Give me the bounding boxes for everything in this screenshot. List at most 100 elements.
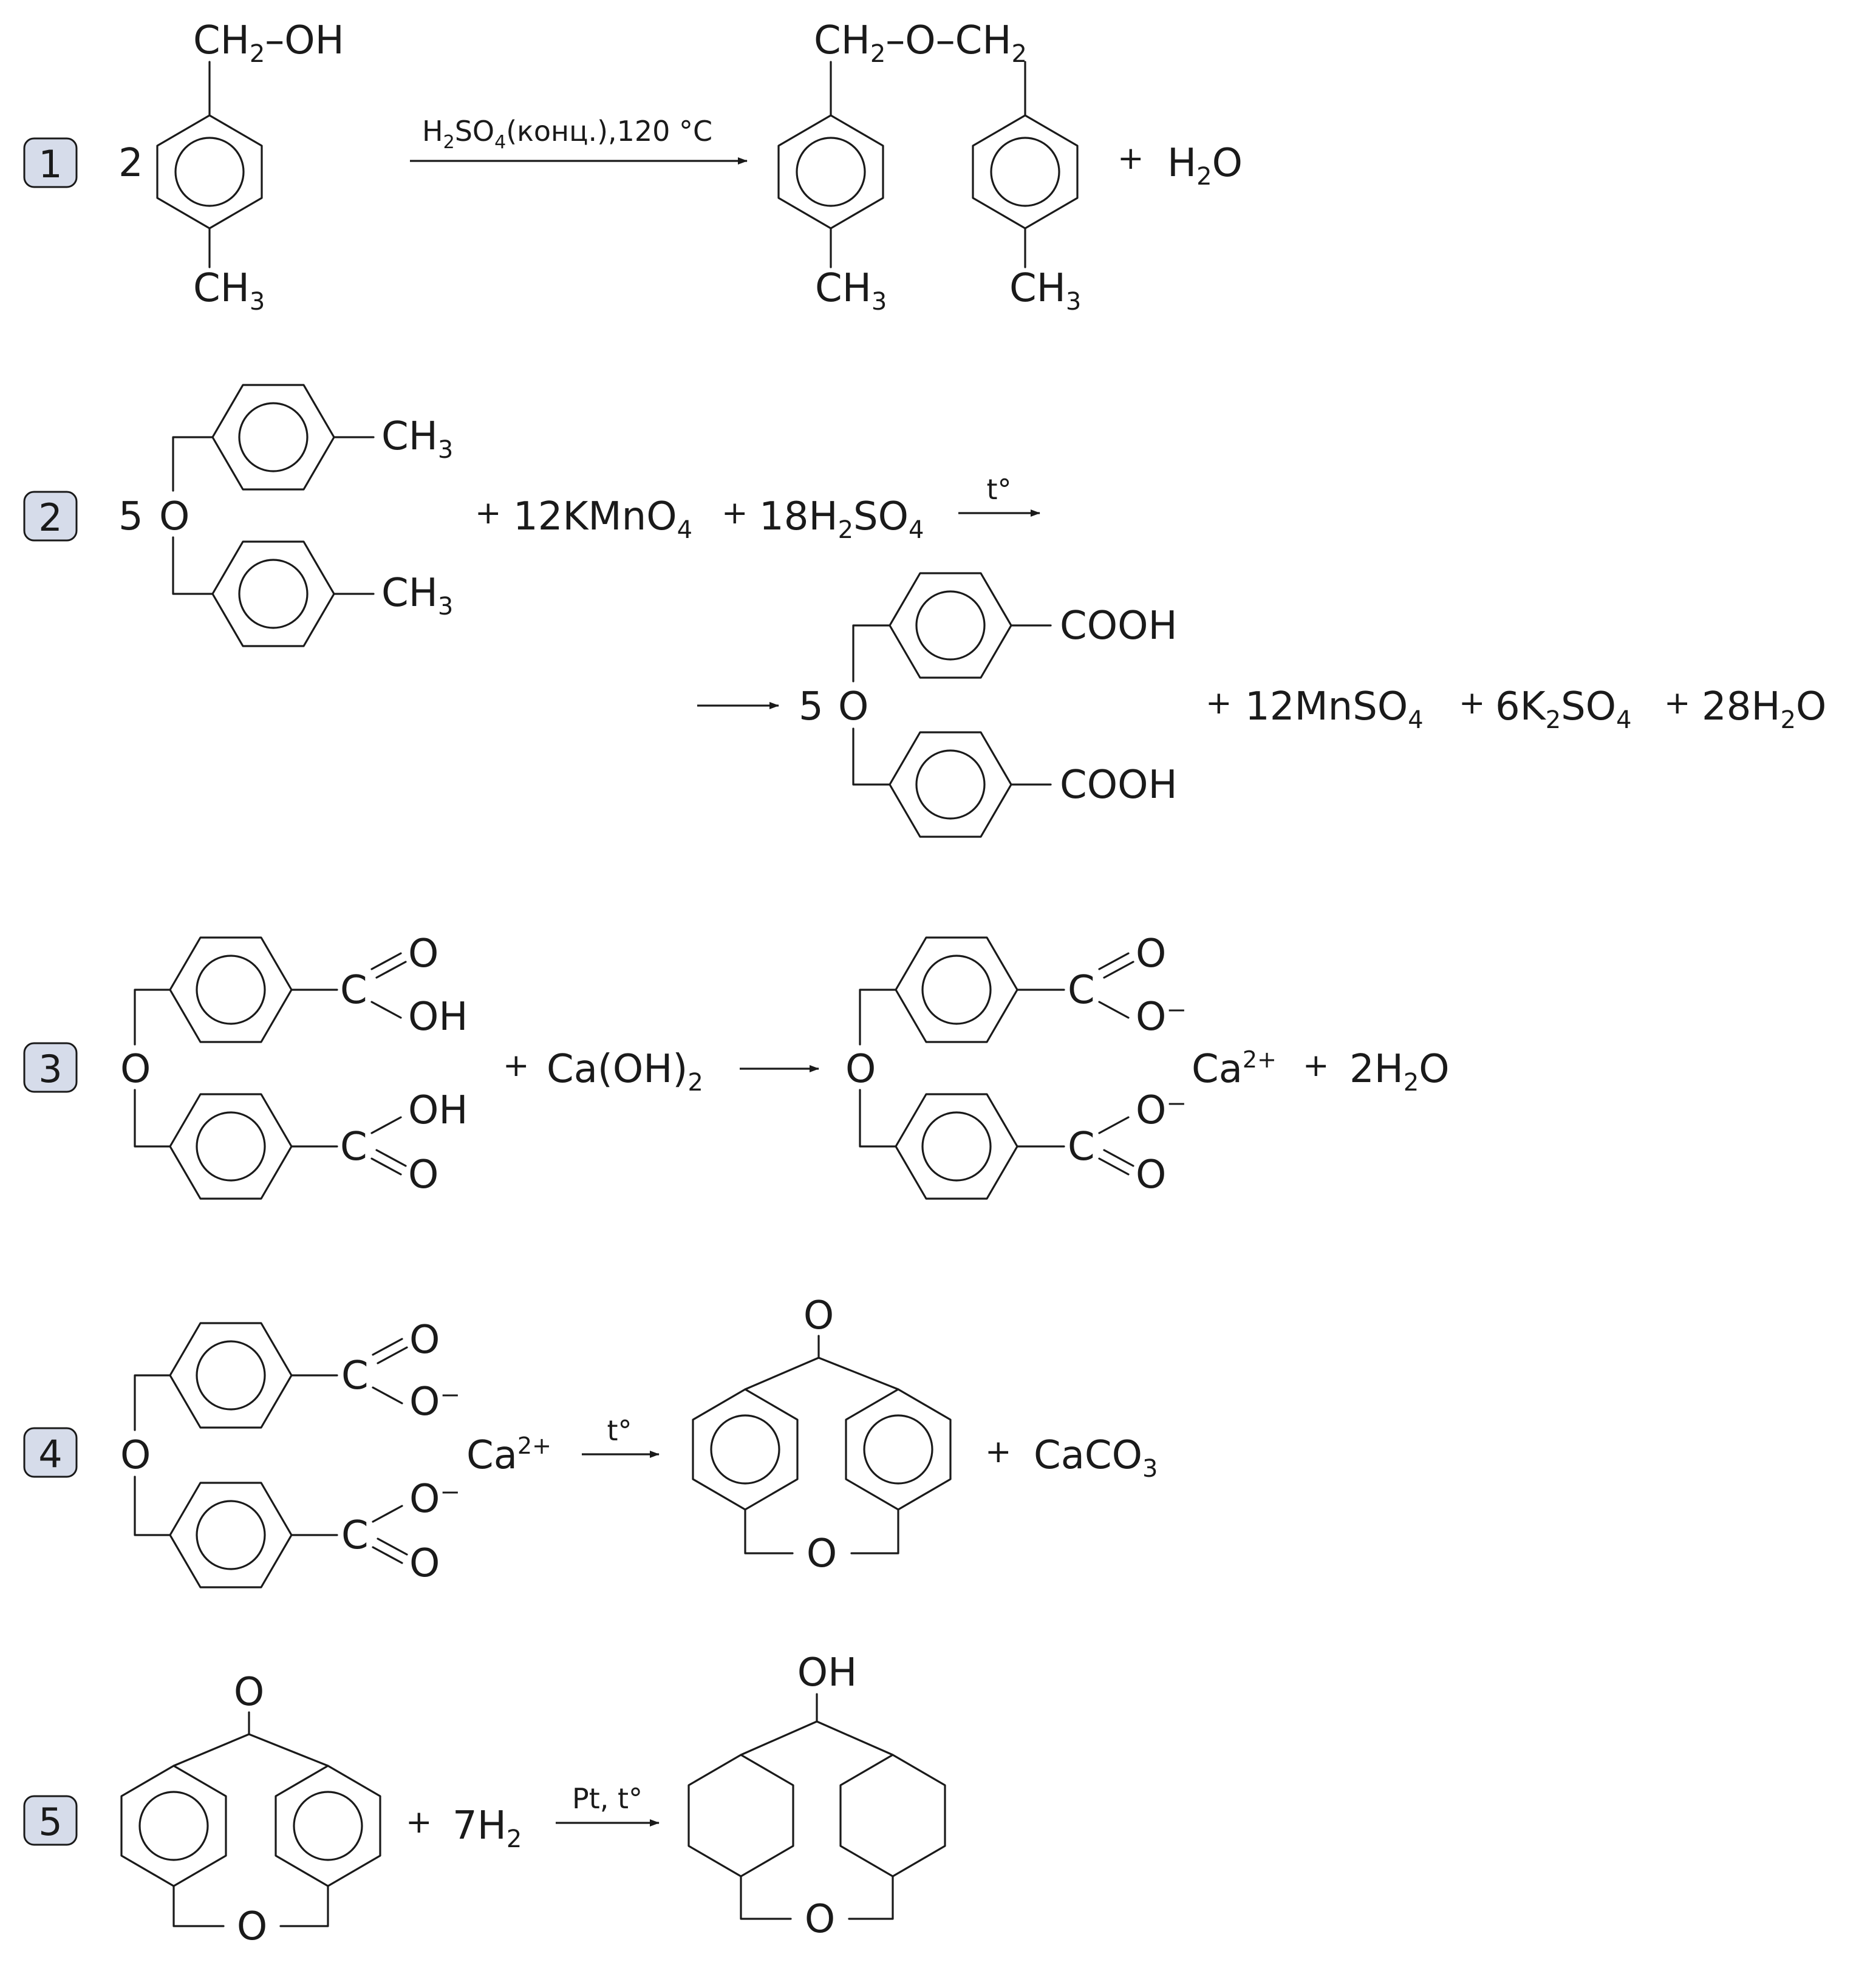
reactant-coefficient: 5: [118, 494, 143, 539]
reaction-number: 1: [38, 142, 62, 186]
bridge-oxygen: O: [805, 1897, 835, 1942]
calcium-cation: Ca2+: [1192, 1046, 1277, 1092]
reaction-number: 2: [38, 495, 62, 540]
methyl-group: CH3: [381, 571, 453, 621]
reaction-condition: Pt, t°: [572, 1782, 643, 1815]
carbonyl-oxygen: O: [409, 1318, 440, 1363]
carbonyl-oxygen: O: [1136, 931, 1166, 976]
water-product: H2O: [1167, 141, 1243, 191]
plus-sign: +: [1206, 685, 1232, 721]
benzene-ring: [169, 1482, 293, 1588]
carboxylate-carbon: C: [341, 1513, 369, 1558]
plus-sign: +: [721, 495, 748, 531]
methyl-group: CH3: [815, 266, 887, 316]
calcium-cation: Ca2+: [466, 1432, 551, 1478]
benzene-ring: [889, 731, 1012, 838]
benzene-ring: [845, 1388, 952, 1511]
hydroxyl-group: OH: [408, 995, 468, 1040]
reaction-arrow: t°: [958, 473, 1040, 517]
carboxylate-oxygen-anion: O⁻: [409, 1477, 460, 1522]
carboxylate-oxygen-anion: O⁻: [1136, 1088, 1187, 1133]
plus-sign: +: [475, 495, 502, 531]
reaction-condition: t°: [986, 473, 1011, 506]
reaction-number-badge: 1: [23, 137, 78, 188]
water-product: 2H2O: [1349, 1047, 1450, 1097]
ether-oxygen: O: [159, 494, 189, 539]
carboxylate-oxygen-anion: O⁻: [409, 1380, 460, 1425]
bridge-oxygen: O: [807, 1531, 837, 1576]
carbonyl-oxygen: O: [1136, 1153, 1166, 1197]
cyclohexane-ring: [687, 1754, 794, 1878]
potassium-permanganate: 12KMnO4: [513, 494, 692, 544]
ch2-group: CH2–OH: [193, 18, 344, 68]
carbonyl-oxygen: O: [408, 931, 438, 976]
carboxylate-carbon: C: [1068, 1125, 1095, 1170]
ketone-oxygen: O: [803, 1293, 834, 1338]
plus-sign: +: [1303, 1047, 1329, 1084]
reaction-1: 1 2 CH2–OH CH3 H2SO4(конц.),120 °C CH2–O…: [23, 18, 1243, 316]
carbonyl-carbon: C: [340, 1125, 367, 1170]
reaction-arrow: t°: [582, 1414, 660, 1458]
benzene-ring: [692, 1388, 799, 1511]
reaction-2: 2 5 O CH3 CH3 + 12KMnO4 + 18H2SO4 t° 5 O: [23, 384, 1826, 838]
plus-sign: +: [406, 1804, 432, 1840]
carboxyl-group: COOH: [1060, 604, 1178, 649]
alcohol-product: OH O: [687, 1650, 946, 1942]
reaction-number-badge: 5: [23, 1795, 78, 1846]
benzene-ring: [895, 936, 1018, 1043]
plus-sign: +: [985, 1434, 1012, 1470]
ketone-oxygen: O: [234, 1670, 264, 1715]
plus-sign: +: [1117, 140, 1144, 177]
methyl-group: CH3: [381, 414, 453, 464]
reaction-number: 4: [38, 1432, 62, 1476]
hydroxyl-group: OH: [408, 1088, 468, 1133]
cyclohexane-ring: [839, 1754, 946, 1878]
benzene-ring: [211, 384, 335, 491]
product-coefficient: 5: [799, 684, 824, 729]
carbonyl-oxygen: O: [409, 1541, 440, 1586]
benzene-ring: [120, 1765, 227, 1887]
potassium-sulfate: 6K2SO4: [1495, 684, 1632, 734]
ether-oxygen: O: [838, 684, 868, 729]
reaction-number: 3: [38, 1047, 62, 1091]
benzene-ring: [895, 1093, 1018, 1200]
reaction-number-badge: 4: [23, 1427, 78, 1478]
reaction-arrow: Pt, t°: [556, 1782, 660, 1827]
benzene-ring: [972, 114, 1079, 230]
ether-oxygen: O: [120, 1433, 151, 1478]
calcium-carbonate: CaCO3: [1034, 1433, 1158, 1483]
methyl-group: CH3: [1009, 266, 1081, 316]
reaction-5: 5 O O + 7H2 Pt, t° OH: [23, 1650, 946, 1949]
sulfuric-acid: 18H2SO4: [759, 494, 924, 544]
reaction-number-badge: 2: [23, 491, 78, 542]
carboxylate-carbon: C: [1068, 968, 1095, 1013]
benzene-ring: [169, 1093, 293, 1200]
reaction-condition: H2SO4(конц.),120 °C: [422, 115, 712, 153]
benzene-ring: [777, 114, 884, 230]
ether-oxygen: O: [845, 1047, 876, 1092]
carbonyl-carbon: C: [340, 968, 367, 1013]
ether-oxygen: O: [120, 1047, 151, 1092]
reactant-coefficient: 2: [118, 141, 143, 186]
benzene-ring: [275, 1765, 381, 1887]
carboxylate-oxygen-anion: O⁻: [1136, 995, 1187, 1040]
benzene-ring: [211, 540, 335, 647]
plus-sign: +: [1664, 685, 1691, 721]
carbonyl-oxygen: O: [408, 1153, 438, 1197]
reaction-3: 3 O C O OH C OH O + Ca(OH)2 O: [23, 931, 1450, 1200]
ketone-reactant: O O: [120, 1670, 381, 1949]
carboxyl-group: COOH: [1060, 763, 1178, 808]
reaction-arrow: H2SO4(конц.),120 °C: [410, 115, 748, 165]
ether-bridge: CH2–O–CH2: [814, 18, 1027, 68]
bridge-oxygen: O: [237, 1904, 267, 1949]
manganese-sulfate: 12MnSO4: [1245, 684, 1424, 734]
carboxylate-carbon: C: [341, 1353, 369, 1398]
plus-sign: +: [1459, 685, 1485, 721]
plus-sign: +: [503, 1047, 530, 1084]
benzene-ring: [169, 1322, 293, 1429]
reaction-number-badge: 3: [23, 1042, 78, 1093]
benzene-ring: [889, 572, 1012, 679]
reaction-condition: t°: [607, 1414, 632, 1447]
reaction-4: 4 O C O O⁻ C O⁻ O Ca2+ t° O: [23, 1293, 1158, 1588]
